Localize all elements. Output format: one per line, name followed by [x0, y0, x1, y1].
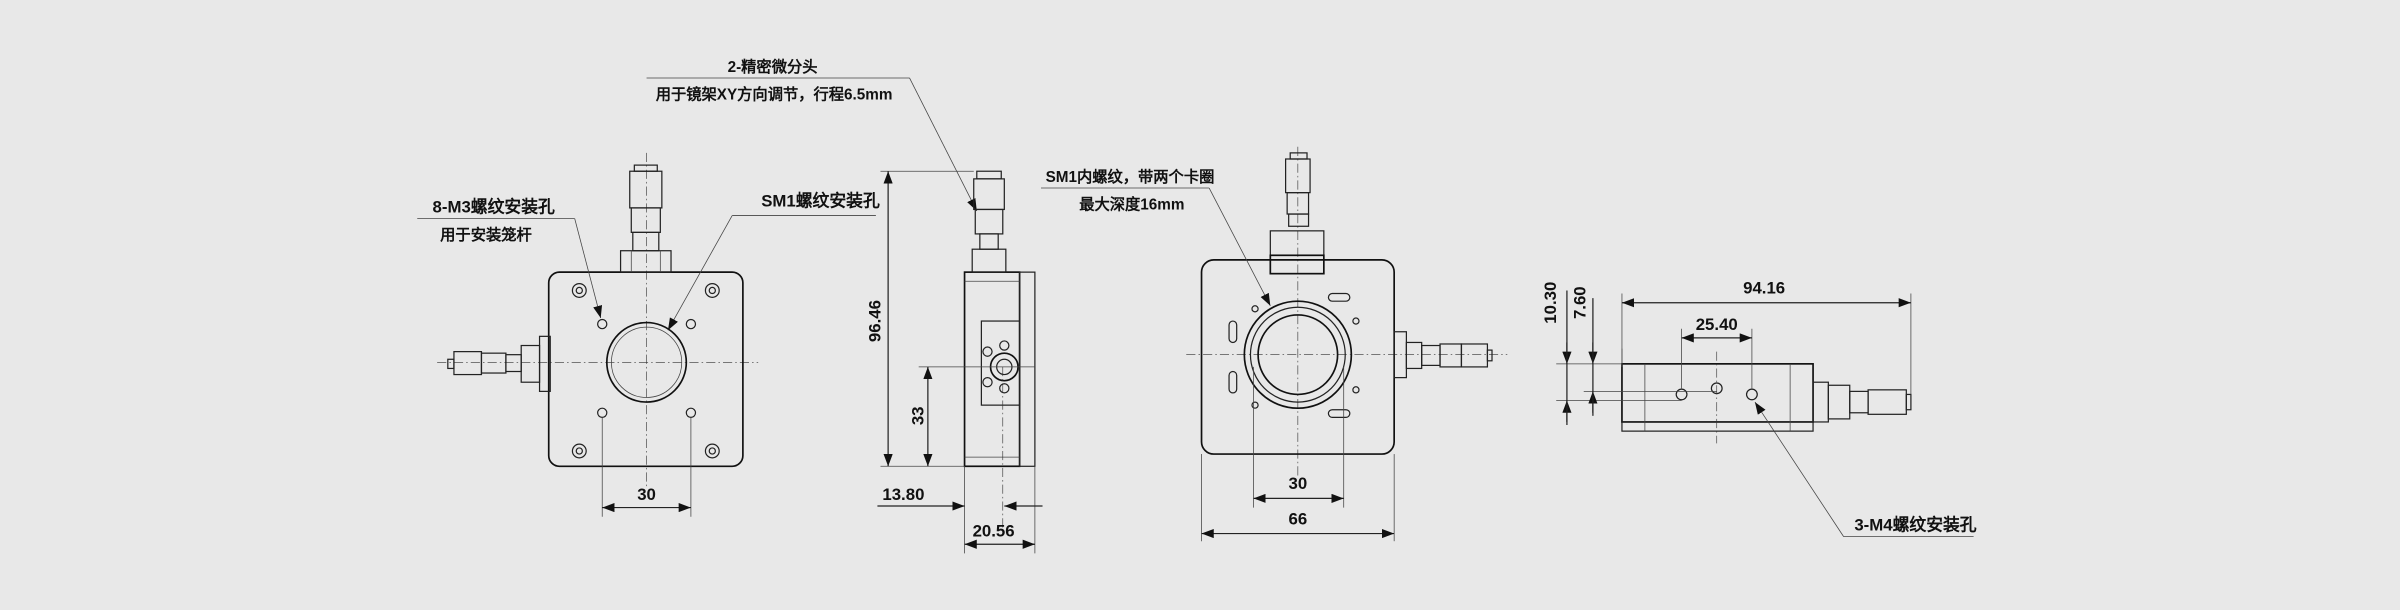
dim-bottom-height-a: 10.30 [1541, 282, 1560, 324]
m4-callout: 3-M4螺纹安装孔 [1854, 515, 1976, 535]
dim-side-center-height: 33 [908, 406, 927, 425]
dim-front-hole-spacing: 30 [637, 485, 656, 504]
bottom-view: 94.16 25.40 10.30 7.60 3-M4螺纹安装孔 [1541, 279, 1977, 537]
m3-callout-title: 8-M3螺纹安装孔 [433, 197, 555, 217]
micrometer-left [447, 335, 551, 392]
corner-screws [571, 282, 720, 459]
sm1-inner-callout-title: SM1内螺纹，带两个卡圈 [1046, 168, 1215, 186]
micrometer-callout-desc: 用于镜架XY方向调节，行程6.5mm [656, 85, 893, 103]
micrometer-callout: 2-精密微分头 用于镜架XY方向调节，行程6.5mm [646, 58, 978, 212]
dim-bottom-height-b: 7.60 [1570, 286, 1589, 319]
micrometer-bottom [1812, 381, 1912, 423]
side-view: 96.46 33 13.80 20.56 [865, 170, 1043, 554]
dim-side-height: 96.46 [865, 300, 884, 342]
dim-rear-hole-spacing: 30 [1289, 474, 1308, 493]
sm1-aperture [605, 321, 688, 403]
front-view: 30 8-M3螺纹安装孔 用于安装笼杆 SM1螺纹安装孔 [417, 152, 880, 517]
micrometer-rear-right [1393, 331, 1493, 379]
dim-rear-width: 66 [1289, 509, 1308, 528]
rear-view: 30 66 SM1内螺纹，带两个卡圈 最大深度16mm [1041, 146, 1508, 542]
adjust-slots [1228, 292, 1360, 418]
sm1-inner-callout-desc: 最大深度16mm [1079, 195, 1184, 213]
m3-callout-desc: 用于安装笼杆 [440, 226, 532, 244]
micrometer-top [619, 164, 672, 273]
micrometer-callout-title: 2-精密微分头 [728, 58, 818, 76]
dim-side-offset: 13.80 [882, 485, 924, 504]
dim-side-depth: 20.56 [973, 522, 1015, 541]
sm1-inner-thread [1243, 300, 1353, 410]
sm1-mount-callout: SM1螺纹安装孔 [761, 190, 880, 210]
dim-bottom-hole-spacing: 25.40 [1696, 315, 1738, 334]
micrometer-side [971, 170, 1007, 273]
micrometer-rear-top [1269, 152, 1325, 275]
dim-bottom-length: 94.16 [1743, 279, 1785, 298]
